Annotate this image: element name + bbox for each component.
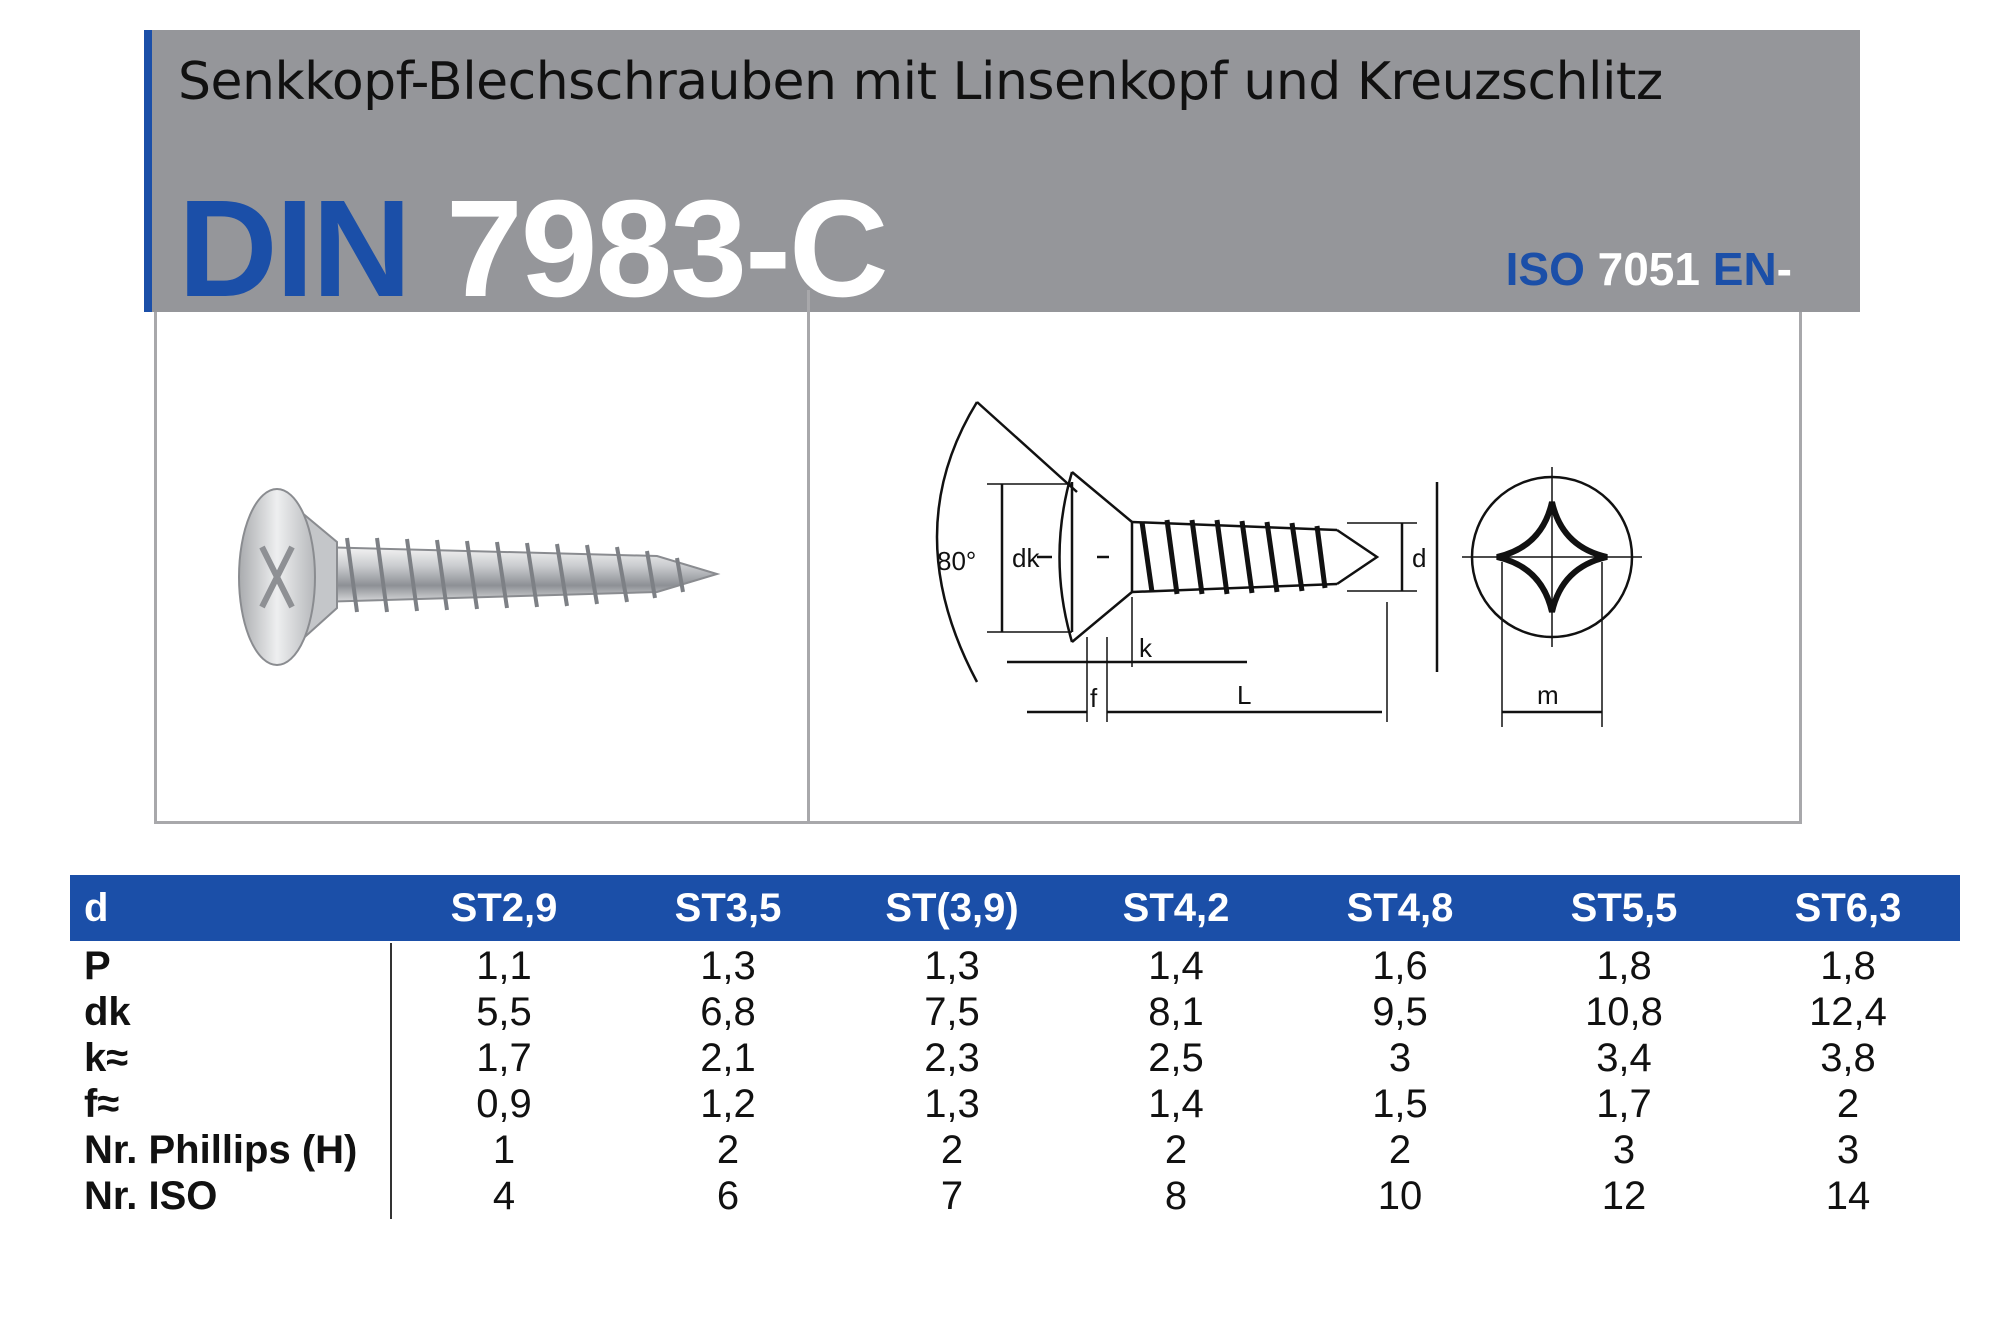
- table-cell: 3: [1388, 1035, 1412, 1080]
- page-subtitle: Senkkopf-Blechschrauben mit Linsenkopf u…: [178, 52, 1663, 112]
- table-cell: 3: [1612, 1127, 1636, 1172]
- table-cell: 1,5: [1372, 1081, 1428, 1126]
- technical-drawing: 80° dk d k f L m: [935, 401, 1642, 727]
- table-cell: 1,3: [924, 943, 980, 988]
- title-number: 7983-C: [446, 172, 889, 326]
- table-header: d ST2,9 ST3,5 ST(3,9) ST4,2 ST4,8 ST5,5 …: [70, 875, 1960, 941]
- table-cell: 4: [492, 1173, 516, 1218]
- en-value: -: [1776, 243, 1792, 295]
- row-label: k≈: [70, 1035, 392, 1081]
- table-cell: 10: [1377, 1173, 1423, 1218]
- column-header: ST6,3: [1794, 885, 1902, 930]
- m-label: m: [1537, 680, 1559, 710]
- table-cell: 12,4: [1809, 989, 1887, 1034]
- table-row: dk 5,5 6,8 7,5 8,1 9,5 10,8 12,4: [70, 989, 1960, 1035]
- table-cell: 2: [1164, 1127, 1188, 1172]
- table-cell: 14: [1825, 1173, 1871, 1218]
- iso-reference: ISO 7051 EN-: [1506, 244, 1792, 294]
- column-header: ST3,5: [674, 885, 782, 930]
- page-title: DIN 7983-C: [178, 180, 889, 318]
- panel-divider: [807, 290, 810, 824]
- table-cell: 1,8: [1596, 943, 1652, 988]
- d-label: d: [1412, 543, 1426, 573]
- table-cell: 7,5: [924, 989, 980, 1034]
- row-label: P: [70, 943, 392, 989]
- L-label: L: [1237, 680, 1251, 710]
- table-row: Nr. ISO 4 6 7 8 10 12 14: [70, 1173, 1960, 1219]
- column-header: d: [84, 885, 109, 930]
- column-header: ST4,2: [1122, 885, 1230, 930]
- table-cell: 0,9: [476, 1081, 532, 1126]
- en-label: EN: [1712, 243, 1777, 295]
- table-cell: 8: [1164, 1173, 1188, 1218]
- f-label: f: [1090, 683, 1098, 713]
- table-cell: 1,3: [700, 943, 756, 988]
- dimension-table: d ST2,9 ST3,5 ST(3,9) ST4,2 ST4,8 ST5,5 …: [70, 875, 1960, 1219]
- table-cell: 2: [716, 1127, 740, 1172]
- row-label: Nr. Phillips (H): [70, 1127, 392, 1173]
- table-cell: 1,1: [476, 943, 532, 988]
- k-label: k: [1139, 633, 1153, 663]
- table-cell: 2,3: [924, 1035, 980, 1080]
- iso-number: 7051: [1597, 243, 1700, 295]
- table-cell: 1,6: [1372, 943, 1428, 988]
- table-cell: 9,5: [1372, 989, 1428, 1034]
- table-row: P 1,1 1,3 1,3 1,4 1,6 1,8 1,8: [70, 943, 1960, 989]
- row-label: dk: [70, 989, 392, 1035]
- header-banner: Senkkopf-Blechschrauben mit Linsenkopf u…: [144, 30, 1860, 318]
- dk-label: dk: [1012, 543, 1040, 573]
- table-cell: 2: [940, 1127, 964, 1172]
- table-cell: 2,1: [700, 1035, 756, 1080]
- table-cell: 3,4: [1596, 1035, 1652, 1080]
- table-cell: 1,3: [924, 1081, 980, 1126]
- table-cell: 8,1: [1148, 989, 1204, 1034]
- table-cell: 3: [1836, 1127, 1860, 1172]
- table-row: Nr. Phillips (H) 1 2 2 2 2 3 3: [70, 1127, 1960, 1173]
- table-cell: 5,5: [476, 989, 532, 1034]
- row-label: f≈: [70, 1081, 392, 1127]
- table-cell: 1: [492, 1127, 516, 1172]
- column-header: ST2,9: [450, 885, 558, 930]
- table-cell: 10,8: [1585, 989, 1663, 1034]
- row-label: Nr. ISO: [70, 1173, 392, 1219]
- table-cell: 6: [716, 1173, 740, 1218]
- table-cell: 1,7: [476, 1035, 532, 1080]
- table-row: k≈ 1,7 2,1 2,3 2,5 3 3,4 3,8: [70, 1035, 1960, 1081]
- image-panels: 80° dk d k f L m: [154, 290, 1802, 824]
- table-cell: 2: [1388, 1127, 1412, 1172]
- table-cell: 1,7: [1596, 1081, 1652, 1126]
- table-cell: 1,8: [1820, 943, 1876, 988]
- table-cell: 1,4: [1148, 1081, 1204, 1126]
- table-cell: 12: [1601, 1173, 1647, 1218]
- table-body: P 1,1 1,3 1,3 1,4 1,6 1,8 1,8 dk 5,5 6,8 7,5 8,1 9,5 1…: [70, 941, 1960, 1219]
- table-cell: 6,8: [700, 989, 756, 1034]
- title-prefix: DIN: [178, 172, 412, 326]
- column-header: ST5,5: [1570, 885, 1678, 930]
- column-header: ST(3,9): [885, 885, 1019, 930]
- table-cell: 1,2: [700, 1081, 756, 1126]
- column-header: ST4,8: [1346, 885, 1454, 930]
- table-cell: 1,4: [1148, 943, 1204, 988]
- table-cell: 2: [1836, 1081, 1860, 1126]
- table-cell: 3,8: [1820, 1035, 1876, 1080]
- table-cell: 7: [940, 1173, 964, 1218]
- iso-label: ISO: [1505, 243, 1585, 295]
- table-row: f≈ 0,9 1,2 1,3 1,4 1,5 1,7 2: [70, 1081, 1960, 1127]
- screw-photo: [238, 488, 721, 666]
- table-cell: 2,5: [1148, 1035, 1204, 1080]
- angle-label: 80°: [937, 546, 976, 576]
